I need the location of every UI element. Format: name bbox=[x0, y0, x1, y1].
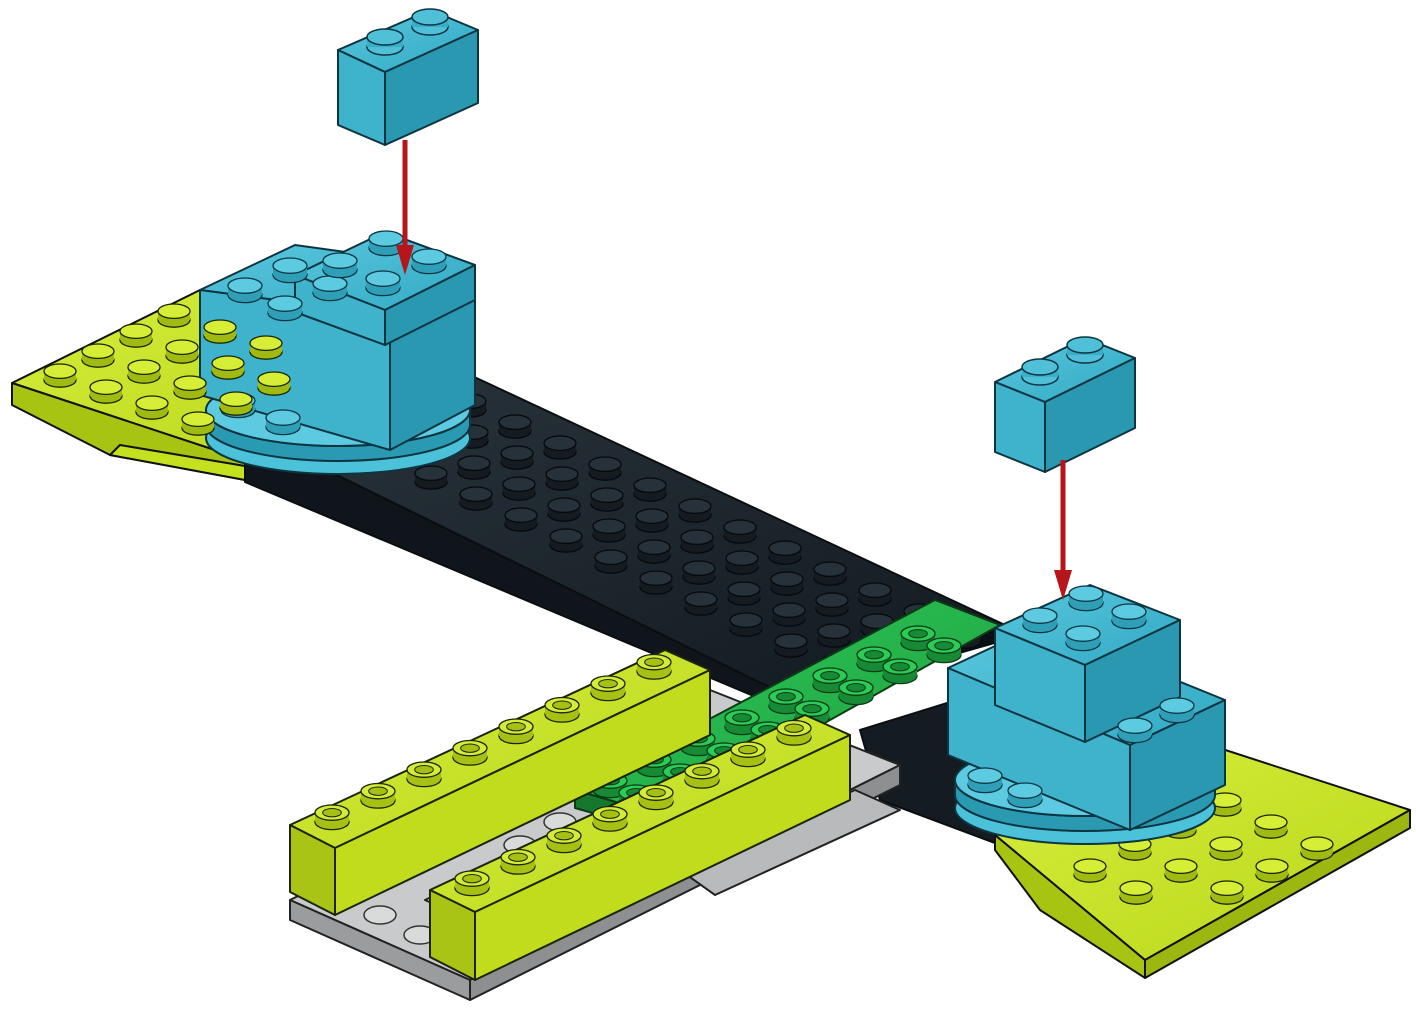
stud bbox=[1023, 608, 1057, 633]
arrow-right bbox=[1054, 460, 1072, 600]
stud bbox=[1120, 881, 1152, 904]
stud bbox=[182, 412, 214, 435]
stud bbox=[136, 396, 168, 419]
stud bbox=[636, 509, 668, 532]
stud bbox=[1256, 859, 1288, 882]
stud bbox=[685, 592, 717, 615]
stud bbox=[1118, 718, 1152, 743]
stud bbox=[639, 785, 673, 810]
stud bbox=[1255, 815, 1287, 838]
stud bbox=[816, 593, 848, 616]
stud bbox=[818, 624, 850, 647]
stud bbox=[458, 456, 490, 479]
stud bbox=[273, 258, 307, 283]
stud bbox=[501, 446, 533, 469]
stud bbox=[589, 457, 621, 480]
stud bbox=[453, 741, 487, 766]
stud bbox=[90, 380, 122, 403]
stud bbox=[412, 249, 446, 274]
stud bbox=[1165, 859, 1197, 882]
stud bbox=[681, 530, 713, 553]
stud bbox=[730, 613, 762, 636]
stud bbox=[315, 805, 349, 830]
stud bbox=[839, 680, 873, 705]
stud bbox=[968, 768, 1002, 793]
stud bbox=[369, 231, 403, 256]
stud bbox=[1066, 626, 1100, 651]
stud bbox=[120, 324, 152, 347]
stud bbox=[638, 540, 670, 563]
falling-brick-left bbox=[338, 10, 478, 145]
stud bbox=[505, 508, 537, 531]
stud bbox=[503, 477, 535, 500]
stud bbox=[258, 372, 290, 395]
stud bbox=[1301, 837, 1333, 860]
stud bbox=[158, 304, 190, 327]
stud bbox=[728, 582, 760, 605]
stud bbox=[212, 356, 244, 379]
stud bbox=[546, 467, 578, 490]
stud bbox=[773, 603, 805, 626]
stud bbox=[166, 340, 198, 363]
stud bbox=[593, 807, 627, 832]
stud bbox=[82, 344, 114, 367]
stud bbox=[814, 562, 846, 585]
stud bbox=[415, 466, 447, 489]
stud bbox=[859, 583, 891, 606]
stud bbox=[883, 659, 917, 684]
stud bbox=[174, 376, 206, 399]
stud bbox=[44, 364, 76, 387]
stud bbox=[726, 551, 758, 574]
stud bbox=[1211, 881, 1243, 904]
stud bbox=[548, 498, 580, 521]
stud bbox=[634, 478, 666, 501]
stud bbox=[724, 520, 756, 543]
stud bbox=[637, 655, 671, 680]
stud bbox=[268, 296, 302, 321]
stud bbox=[683, 561, 715, 584]
stud bbox=[685, 764, 719, 789]
stud bbox=[545, 698, 579, 723]
stud bbox=[499, 415, 531, 438]
stud bbox=[771, 572, 803, 595]
stud bbox=[204, 320, 236, 343]
stud bbox=[455, 871, 489, 896]
stud bbox=[228, 278, 262, 303]
falling-brick-right bbox=[995, 338, 1135, 472]
stud bbox=[1160, 698, 1194, 723]
stud bbox=[501, 850, 535, 875]
stud bbox=[1112, 604, 1146, 629]
stud bbox=[769, 541, 801, 564]
stud bbox=[544, 436, 576, 459]
stud bbox=[679, 499, 711, 522]
stud bbox=[220, 392, 252, 415]
stud bbox=[460, 487, 492, 510]
stud bbox=[640, 571, 672, 594]
stud bbox=[591, 488, 623, 511]
stud bbox=[323, 253, 357, 278]
stud bbox=[1210, 837, 1242, 860]
stud bbox=[499, 719, 533, 744]
stud bbox=[1074, 859, 1106, 882]
stud bbox=[250, 336, 282, 359]
stud bbox=[1008, 783, 1042, 808]
stud bbox=[777, 721, 811, 746]
stud bbox=[927, 638, 961, 663]
stud bbox=[593, 519, 625, 542]
stud bbox=[313, 276, 347, 301]
stud bbox=[361, 784, 395, 809]
stud bbox=[550, 529, 582, 552]
stud bbox=[266, 410, 300, 435]
stud bbox=[366, 271, 400, 296]
stud bbox=[591, 676, 625, 701]
stud bbox=[547, 828, 581, 853]
stud bbox=[128, 360, 160, 383]
stud bbox=[775, 634, 807, 657]
stud bbox=[407, 762, 441, 787]
stud bbox=[731, 742, 765, 767]
stud bbox=[1069, 586, 1103, 611]
stud bbox=[595, 550, 627, 573]
